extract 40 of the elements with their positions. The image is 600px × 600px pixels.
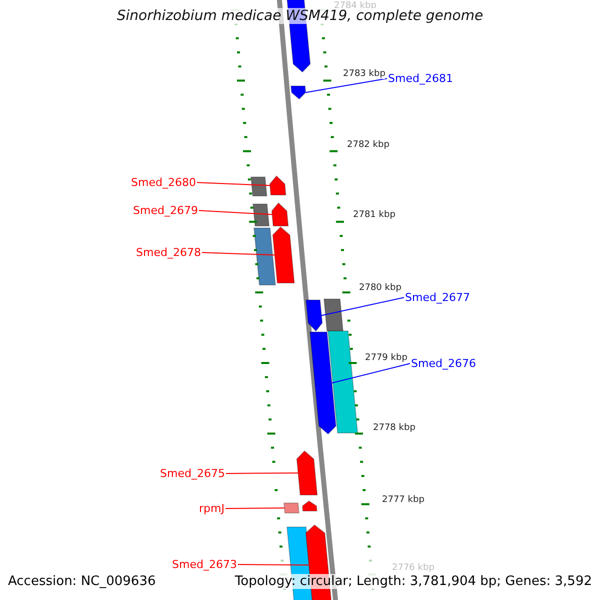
leader-line bbox=[331, 363, 410, 384]
gene-label: Smed_2675 bbox=[160, 467, 225, 480]
leader-line bbox=[196, 182, 270, 186]
leader-line bbox=[225, 472, 299, 474]
scale-label: 2776 kbp bbox=[392, 563, 434, 573]
gene-segment bbox=[290, 86, 306, 100]
gene-block bbox=[283, 502, 300, 514]
gene-block bbox=[252, 204, 270, 226]
leader-line bbox=[320, 297, 404, 316]
scale-label: 2778 kbp bbox=[373, 423, 416, 433]
scale-label: 2780 kbp bbox=[359, 283, 402, 293]
leader-line bbox=[305, 78, 388, 93]
gene-segment bbox=[296, 450, 318, 496]
leader-line bbox=[198, 210, 273, 215]
gene-segment bbox=[305, 300, 323, 332]
scale-label: 2777 kbp bbox=[382, 495, 424, 505]
gene-block bbox=[327, 330, 358, 434]
gene-label: Smed_2681 bbox=[388, 72, 453, 85]
gene-block bbox=[250, 176, 268, 196]
leader-line bbox=[224, 508, 285, 509]
genome-summary-text: Topology: circular; Length: 3,781,904 bp; Genes: 3,592 bbox=[234, 574, 592, 589]
scale-label: 2782 kbp bbox=[347, 140, 390, 150]
accession-text: Accession: NC_009636 bbox=[8, 574, 156, 589]
leader-line bbox=[201, 252, 276, 256]
gene-label: Smed_2678 bbox=[136, 246, 201, 259]
gene-label: Smed_2680 bbox=[131, 176, 196, 189]
gene-block bbox=[323, 298, 344, 332]
gene-block bbox=[253, 228, 276, 286]
gene-segment bbox=[271, 202, 289, 226]
gene-label: Smed_2673 bbox=[172, 558, 237, 571]
scale-label: 2783 kbp bbox=[343, 69, 386, 79]
gene-label: rpmJ bbox=[199, 502, 224, 515]
scale-label: 2779 kbp bbox=[365, 353, 408, 363]
gene-label: Smed_2677 bbox=[405, 291, 470, 304]
leader-line bbox=[237, 564, 310, 566]
gene-label: Smed_2679 bbox=[133, 204, 198, 217]
gene-segment bbox=[269, 175, 286, 196]
scale-label: 2781 kbp bbox=[353, 210, 396, 220]
gene-label: Smed_2676 bbox=[411, 357, 476, 370]
gene-segment bbox=[302, 500, 318, 512]
